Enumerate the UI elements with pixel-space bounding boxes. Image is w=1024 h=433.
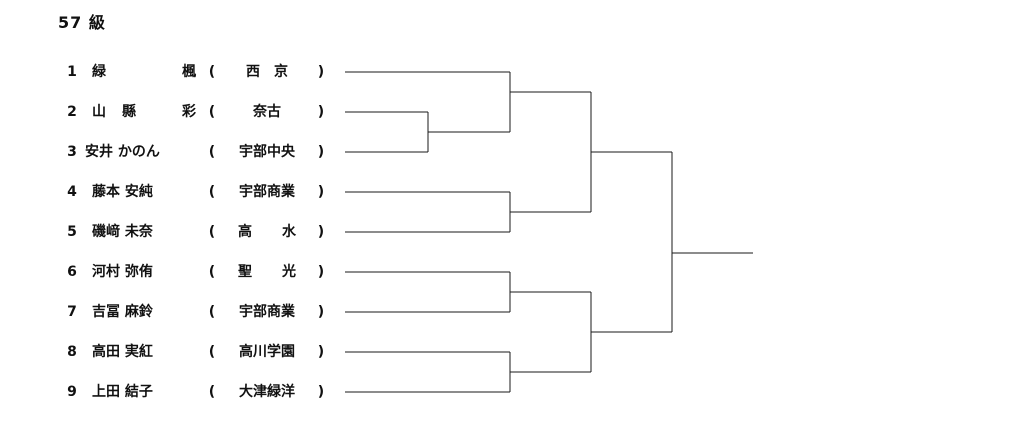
- school-name: 宇部商業: [239, 184, 295, 200]
- open-paren: (: [208, 384, 216, 400]
- open-paren: (: [208, 344, 216, 360]
- player-name: 安井 かのん: [85, 144, 160, 160]
- open-paren: (: [208, 144, 216, 160]
- seed-number: 5: [67, 224, 77, 240]
- close-paren: ): [317, 264, 325, 280]
- close-paren: ): [317, 384, 325, 400]
- player-name: 藤本 安純: [92, 184, 153, 200]
- school-name: 高川学園: [239, 344, 295, 360]
- open-paren: (: [208, 224, 216, 240]
- close-paren: ): [317, 144, 325, 160]
- player-name: 山縣 彩: [92, 104, 196, 120]
- open-paren: (: [208, 104, 216, 120]
- player-name: 緑 楓: [92, 64, 196, 80]
- open-paren: (: [208, 304, 216, 320]
- player-name: 吉冨 麻鈴: [92, 304, 153, 320]
- school-name: 西 京: [246, 64, 288, 80]
- seed-number: 3: [67, 144, 77, 160]
- seed-number: 7: [67, 304, 77, 320]
- entry-row: 2 山縣 彩 ( 奈古 ): [0, 101, 340, 123]
- close-paren: ): [317, 104, 325, 120]
- entry-row: 4 藤本 安純 ( 宇部商業 ): [0, 181, 340, 203]
- seed-number: 8: [67, 344, 77, 360]
- close-paren: ): [317, 304, 325, 320]
- seed-number: 6: [67, 264, 77, 280]
- player-name: 磯﨑 未奈: [92, 224, 153, 240]
- seed-number: 1: [67, 64, 77, 80]
- player-name: 河村 弥侑: [92, 264, 153, 280]
- entry-row: 3 安井 かのん ( 宇部中央 ): [0, 141, 340, 163]
- entry-row: 8 高田 実紅 ( 高川学園 ): [0, 341, 340, 363]
- entry-row: 7 吉冨 麻鈴 ( 宇部商業 ): [0, 301, 340, 323]
- seed-number: 9: [67, 384, 77, 400]
- school-name: 聖 光: [238, 264, 296, 280]
- seed-number: 4: [67, 184, 77, 200]
- player-name: 上田 結子: [92, 384, 153, 400]
- close-paren: ): [317, 64, 325, 80]
- entry-row: 5 磯﨑 未奈 ( 高 水 ): [0, 221, 340, 243]
- player-name: 高田 実紅: [92, 344, 153, 360]
- entry-row: 6 河村 弥侑 ( 聖 光 ): [0, 261, 340, 283]
- entry-row: 1 緑 楓 ( 西 京 ): [0, 61, 340, 83]
- school-name: 奈古: [253, 104, 281, 120]
- open-paren: (: [208, 64, 216, 80]
- open-paren: (: [208, 264, 216, 280]
- seed-number: 2: [67, 104, 77, 120]
- close-paren: ): [317, 184, 325, 200]
- school-name: 高 水: [238, 224, 296, 240]
- entry-row: 9 上田 結子 ( 大津緑洋 ): [0, 381, 340, 403]
- school-name: 大津緑洋: [239, 384, 295, 400]
- school-name: 宇部商業: [239, 304, 295, 320]
- close-paren: ): [317, 344, 325, 360]
- event-title: 57 級: [58, 13, 106, 32]
- close-paren: ): [317, 224, 325, 240]
- open-paren: (: [208, 184, 216, 200]
- school-name: 宇部中央: [239, 144, 295, 160]
